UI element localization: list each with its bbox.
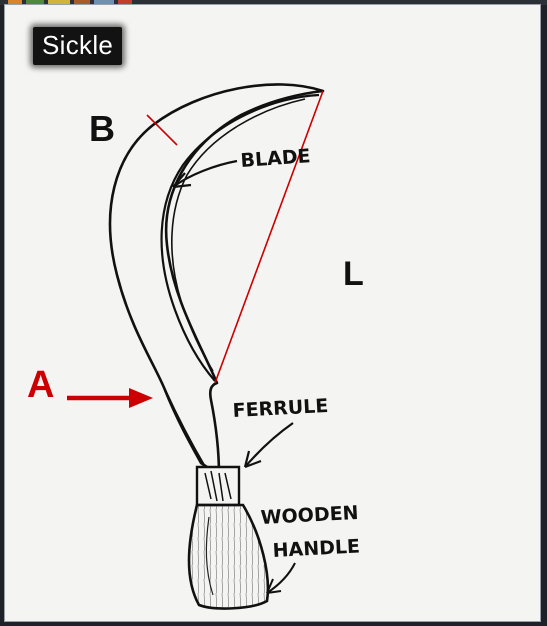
marker-a: A: [27, 364, 54, 406]
label-wooden: WOODEN: [260, 502, 359, 529]
handle-pointer-arrow: [267, 563, 295, 593]
sickle-drawing: BLADE FERRULE WOODEN HANDLE B L A: [5, 5, 541, 622]
wooden-handle-body: [189, 505, 268, 608]
blade-tang: [165, 390, 205, 467]
red-arrow-a: [67, 388, 153, 408]
label-blade: BLADE: [240, 145, 311, 172]
blade-bevel-line: [172, 99, 305, 371]
marker-b: B: [89, 108, 115, 149]
ferrule-pointer-arrow: [245, 423, 293, 467]
ferrule-band: [197, 467, 239, 505]
diagram-canvas: BLADE FERRULE WOODEN HANDLE B L A Sickle: [4, 4, 541, 622]
diagram-title: Sickle: [33, 27, 122, 65]
label-handle: HANDLE: [272, 535, 360, 562]
chord-line-l: [215, 91, 323, 383]
marker-l: L: [343, 255, 364, 293]
blade-inner-edge: [162, 95, 319, 381]
label-ferrule: FERRULE: [232, 395, 329, 422]
